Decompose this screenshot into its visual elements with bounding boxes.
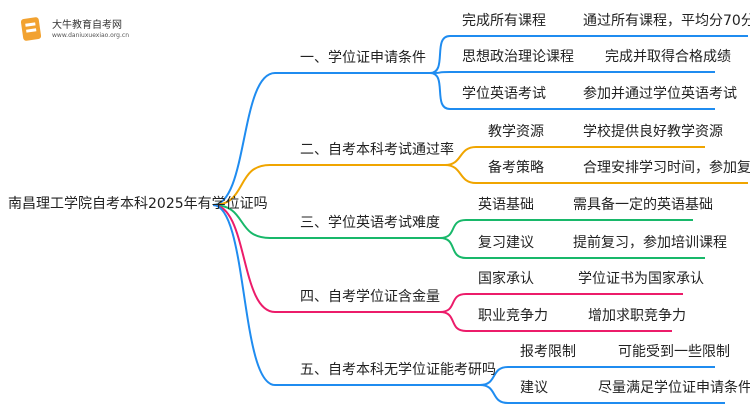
leaf-value[interactable]: 学校提供良好教学资源: [583, 124, 723, 140]
leaf-key[interactable]: 英语基础: [478, 197, 534, 213]
leaf-link: [439, 237, 705, 259]
leaf-value[interactable]: 学位证书为国家承认: [578, 271, 704, 287]
leaf-link: [439, 219, 693, 239]
leaf-value[interactable]: 尽量满足学位证申请条件: [598, 380, 750, 396]
leaf-key[interactable]: 建议: [520, 380, 548, 396]
root-node[interactable]: 南昌理工学院自考本科2025年有学位证吗: [8, 196, 268, 212]
leaf-link: [439, 311, 672, 332]
leaf-link: [444, 164, 748, 184]
branch-link: [212, 204, 440, 313]
leaf-key[interactable]: 教学资源: [488, 124, 544, 140]
leaf-link: [429, 71, 715, 74]
leaf-link: [439, 293, 683, 313]
branch-node[interactable]: 五、自考本科无学位证能考研吗: [300, 362, 496, 378]
branch-link: [212, 72, 430, 206]
leaf-link: [479, 366, 715, 386]
leaf-key[interactable]: 职业竞争力: [478, 308, 548, 324]
logo-url: www.daniuxuexiao.org.cn: [52, 32, 129, 39]
leaf-key[interactable]: 备考策略: [488, 160, 544, 176]
leaf-value[interactable]: 提前复习，参加培训课程: [573, 235, 727, 251]
leaf-value[interactable]: 完成并取得合格成绩: [605, 49, 731, 65]
branch-node[interactable]: 二、自考本科考试通过率: [300, 142, 454, 158]
leaf-value[interactable]: 增加求职竞争力: [588, 308, 686, 324]
leaf-value[interactable]: 需具备一定的英语基础: [573, 197, 713, 213]
leaf-value[interactable]: 通过所有课程，平均分70分以上: [583, 13, 750, 29]
leaf-link: [429, 72, 715, 110]
leaf-link: [479, 384, 725, 404]
leaf-value[interactable]: 参加并通过学位英语考试: [583, 86, 737, 102]
branch-link: [212, 164, 445, 206]
logo-title: 大牛教育自考网: [52, 20, 122, 31]
leaf-value[interactable]: 合理安排学习时间，参加复习班: [583, 160, 750, 176]
leaf-key[interactable]: 复习建议: [478, 235, 534, 251]
branch-link: [212, 204, 440, 239]
logo: 大牛教育自考网 www.daniuxuexiao.org.cn: [16, 12, 129, 48]
leaf-value[interactable]: 可能受到一些限制: [618, 344, 730, 360]
leaf-key[interactable]: 思想政治理论课程: [462, 49, 574, 65]
branch-link: [212, 204, 480, 386]
leaf-key[interactable]: 报考限制: [520, 344, 576, 360]
leaf-key[interactable]: 学位英语考试: [462, 86, 546, 102]
branch-node[interactable]: 一、学位证申请条件: [300, 50, 426, 66]
leaf-key[interactable]: 完成所有课程: [462, 13, 546, 29]
leaf-link: [444, 146, 705, 166]
leaf-key[interactable]: 国家承认: [478, 271, 534, 287]
leaf-link: [429, 35, 748, 74]
branch-node[interactable]: 三、学位英语考试难度: [300, 215, 440, 231]
branch-node[interactable]: 四、自考学位证含金量: [300, 289, 440, 305]
